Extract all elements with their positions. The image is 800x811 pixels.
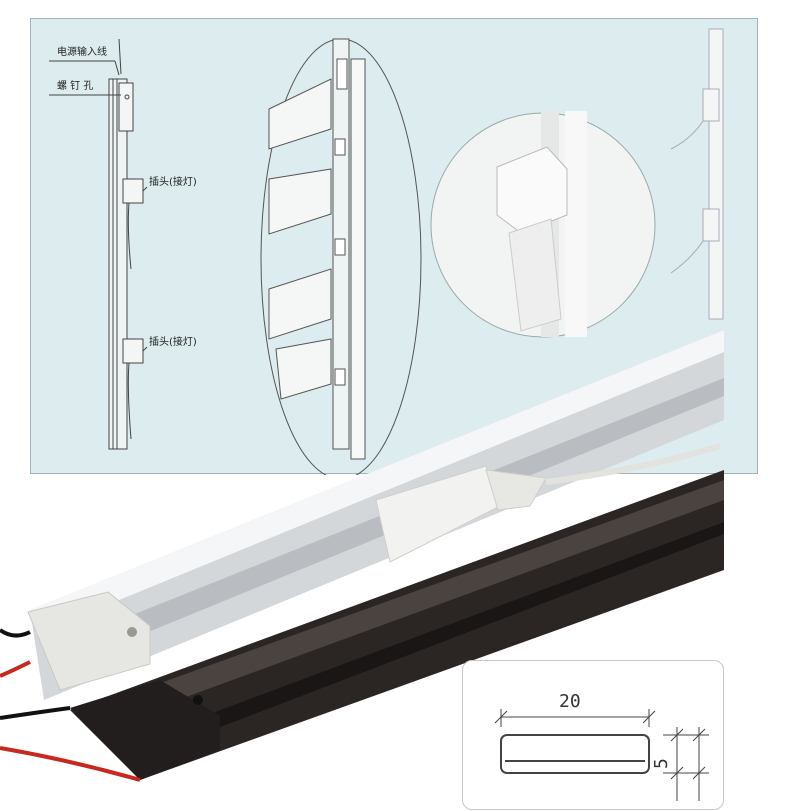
screw-hole-label: 螺 钉 孔 bbox=[57, 81, 94, 92]
width-dimension-label: 20 bbox=[559, 691, 581, 712]
plug-label-upper: 插头(接灯) bbox=[149, 177, 197, 188]
profile-dimension-card: 20 5 bbox=[462, 660, 724, 810]
power-input-label: 电源输入线 bbox=[57, 47, 107, 58]
profile-section-drawing bbox=[494, 709, 709, 801]
track-diagram-drawing bbox=[49, 28, 724, 475]
height-dimension-label: 5 bbox=[651, 758, 672, 769]
installation-diagram: 电源输入线 螺 钉 孔 插头(接灯) 插头(接灯) bbox=[30, 18, 758, 475]
plug-label-lower: 插头(接灯) bbox=[149, 337, 197, 348]
